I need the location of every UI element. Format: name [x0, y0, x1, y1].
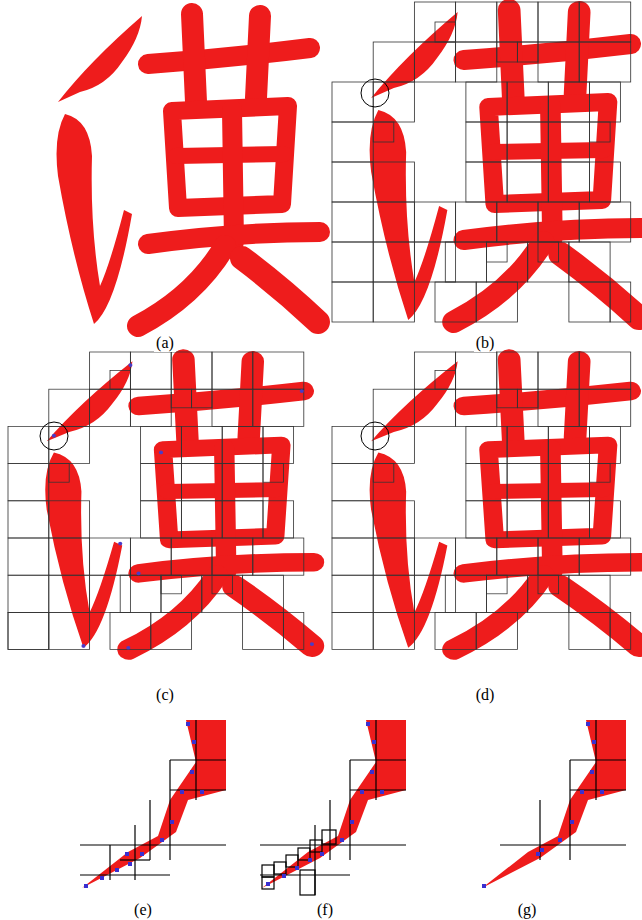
- panel-label: (g): [516, 901, 539, 919]
- zoom-panel: [482, 720, 626, 888]
- panel-label: (c): [154, 686, 176, 704]
- panel-label: (e): [132, 901, 154, 919]
- zoom-panel: [80, 720, 226, 888]
- panel-label: (f): [315, 901, 335, 919]
- zoom-panel: [260, 720, 406, 895]
- panel-label: (d): [474, 686, 497, 704]
- panel-label: (b): [474, 334, 497, 352]
- panel-label: (a): [154, 334, 176, 352]
